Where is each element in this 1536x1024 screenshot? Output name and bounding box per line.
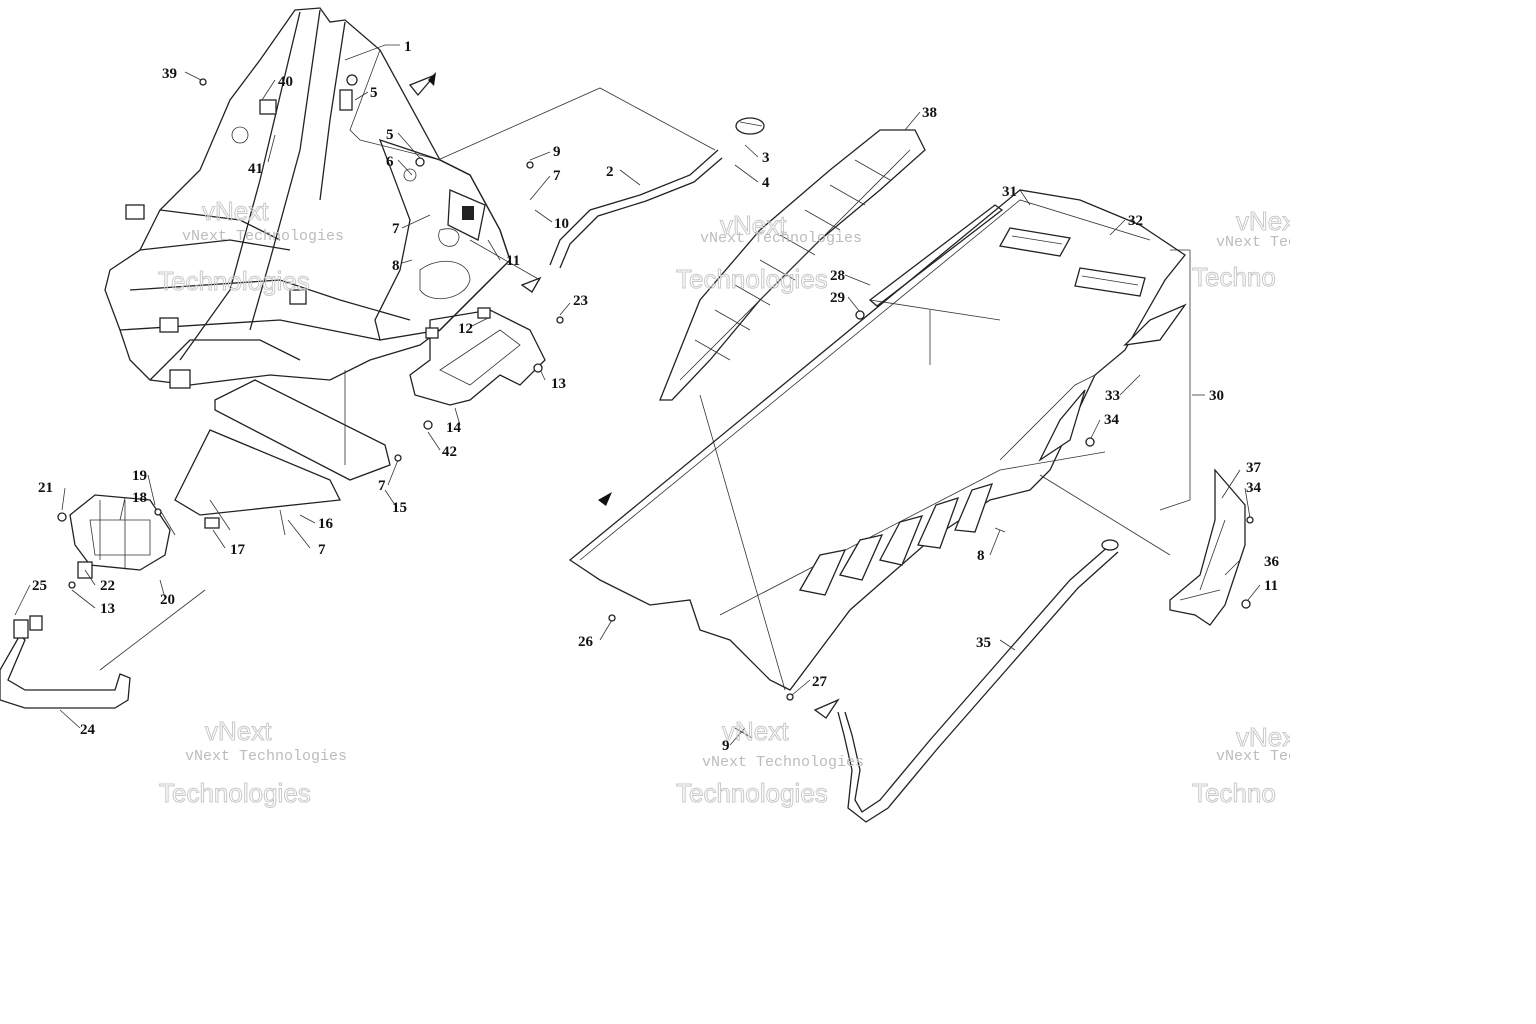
callout-9: 9: [722, 738, 730, 754]
callout-5: 5: [370, 85, 378, 101]
callout-4: 4: [762, 175, 770, 191]
right-blank-area: [1290, 0, 1536, 1024]
svg-text:vNext Tec: vNext Tec: [1216, 748, 1297, 765]
svg-text:vNext Technologies: vNext Technologies: [700, 230, 862, 247]
callout-38: 38: [922, 105, 937, 121]
callout-34: 34: [1104, 412, 1120, 428]
svg-text:Technologies: Technologies: [158, 266, 310, 296]
bracket-part-14: [409, 307, 546, 406]
callout-30: 30: [1209, 388, 1224, 404]
svg-text:Technologies: Technologies: [676, 264, 828, 294]
callout-34: 34: [1246, 480, 1262, 496]
svg-text:vNext: vNext: [722, 716, 789, 746]
callout-21: 21: [38, 480, 53, 496]
reference-arrows: [408, 72, 840, 719]
callout-22: 22: [100, 578, 115, 594]
callout-2: 2: [606, 164, 614, 180]
callout-37: 37: [1246, 460, 1262, 476]
callout-18: 18: [132, 490, 147, 506]
callout-leaders: [14, 44, 1261, 746]
callout-8: 8: [977, 548, 985, 564]
brace-part-36: [1169, 468, 1246, 626]
svg-text:Techno: Techno: [1192, 262, 1276, 292]
callout-11: 11: [506, 253, 520, 269]
callout-16: 16: [318, 516, 334, 532]
callout-8: 8: [392, 258, 400, 274]
footrest-part-18: [69, 494, 171, 579]
callout-28: 28: [830, 268, 845, 284]
svg-text:vNext Technologies: vNext Technologies: [185, 748, 347, 765]
callout-32: 32: [1128, 213, 1143, 229]
hardware-fasteners: [57, 74, 1254, 739]
bumper-part-24: [0, 615, 131, 709]
svg-text:vNext: vNext: [720, 210, 787, 240]
watermark: vNext vNext Tec Techno: [1192, 722, 1304, 809]
callout-25: 25: [32, 578, 47, 594]
callout-26: 26: [578, 634, 594, 650]
watermark: vNext vNext Technologies Technologies: [676, 210, 863, 295]
callout-11: 11: [1264, 578, 1278, 594]
callout-1: 1: [404, 39, 412, 55]
callout-7: 7: [553, 168, 561, 184]
rail-part-38: [659, 129, 926, 401]
watermark: vNext vNext Technologies Technologies: [676, 716, 865, 809]
svg-text:vNext Technologies: vNext Technologies: [702, 754, 864, 771]
leader-lines: [99, 87, 1191, 691]
callout-7: 7: [378, 478, 386, 494]
callout-33: 33: [1105, 388, 1120, 404]
callout-35: 35: [976, 635, 991, 651]
callout-29: 29: [830, 290, 845, 306]
svg-text:vNext: vNext: [205, 716, 272, 746]
rail-part-35: [837, 539, 1119, 823]
callout-7: 7: [392, 221, 400, 237]
callout-13: 13: [100, 601, 115, 617]
callout-labels: 1 39 40 5 41 5 6 9 7 7 10 8 11 2 3 4 23 …: [32, 39, 1280, 754]
callout-17: 17: [230, 542, 246, 558]
callout-9: 9: [553, 144, 561, 160]
callout-14: 14: [446, 420, 462, 436]
svg-text:vNext: vNext: [202, 196, 269, 226]
svg-text:vNext Tec: vNext Tec: [1216, 234, 1297, 251]
callout-41: 41: [248, 161, 263, 177]
handle-bar-part-2: [549, 117, 765, 269]
svg-text:Technologies: Technologies: [676, 778, 828, 808]
callout-23: 23: [573, 293, 588, 309]
callout-5: 5: [386, 127, 394, 143]
skid-plates: [174, 379, 391, 529]
callout-12: 12: [458, 321, 473, 337]
svg-text:vNext Technologies: vNext Technologies: [182, 228, 344, 245]
tunnel-part-30: [568, 189, 1187, 691]
watermark: vNext vNext Technologies Technologies: [158, 196, 345, 297]
callout-13: 13: [551, 376, 566, 392]
callout-10: 10: [554, 216, 569, 232]
watermark: vNext vNext Technologies Technologies: [159, 716, 348, 809]
callout-6: 6: [386, 154, 394, 170]
callout-3: 3: [762, 150, 770, 166]
callout-24: 24: [80, 722, 96, 738]
callout-39: 39: [162, 66, 177, 82]
callout-19: 19: [132, 468, 147, 484]
svg-text:Technologies: Technologies: [159, 778, 311, 808]
frame-assembly: [104, 7, 511, 389]
callout-15: 15: [392, 500, 407, 516]
callout-36: 36: [1264, 554, 1280, 570]
callout-31: 31: [1002, 184, 1017, 200]
strip-part-28: [868, 204, 1004, 307]
callout-7: 7: [318, 542, 326, 558]
callout-27: 27: [812, 674, 828, 690]
watermark: vNext vNext Tec Techno: [1192, 206, 1304, 293]
callout-40: 40: [278, 74, 293, 90]
callout-42: 42: [442, 444, 457, 460]
watermarks: vNext vNext Technologies Technologies vN…: [158, 196, 1304, 809]
callout-20: 20: [160, 592, 175, 608]
svg-text:Techno: Techno: [1192, 778, 1276, 808]
